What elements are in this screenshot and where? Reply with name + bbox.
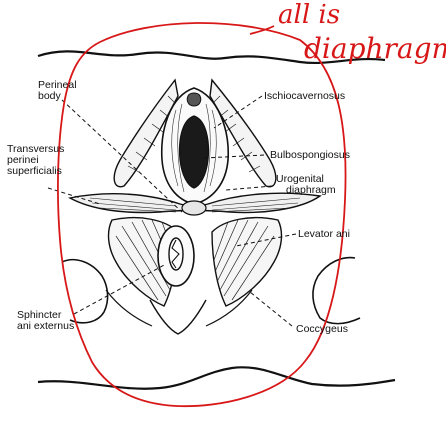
leader-lines xyxy=(47,95,297,327)
leader-sphincter xyxy=(73,263,167,315)
leader-ischiocavernosus xyxy=(213,95,263,129)
lower-contour-line xyxy=(37,366,396,390)
bulbospongiosus-hatching xyxy=(171,103,217,193)
upper-contour-line xyxy=(37,50,386,65)
label-coccygeus: Coccygeus xyxy=(296,323,348,335)
red-annotation-dash xyxy=(249,25,275,35)
leader-urogenital xyxy=(225,185,273,191)
label-ischiocavernosus: Ischiocavernosus xyxy=(264,90,346,102)
red-handwritten-outline xyxy=(57,22,347,408)
left-ischiocavernosus xyxy=(113,78,179,188)
leader-levator-ani xyxy=(235,233,297,247)
leader-bulbospongiosus xyxy=(203,154,265,159)
leader-coccygeus xyxy=(249,291,293,327)
annotation-line-2: diaphragm xyxy=(304,32,446,65)
anus xyxy=(168,237,184,271)
vaginal-orifice xyxy=(178,115,210,189)
label-perineal-body: Perineal body xyxy=(38,79,77,102)
perineal-body xyxy=(181,200,207,216)
label-levator-ani: Levator ani xyxy=(298,228,350,240)
right-ischiocavernosus xyxy=(209,78,277,188)
right-outer-contour xyxy=(312,256,361,325)
ischiocavernosus-hatching xyxy=(127,95,261,173)
leader-perineal-body xyxy=(61,99,183,213)
transverse-hatching xyxy=(89,197,301,213)
coccyx-region xyxy=(149,299,207,335)
clitoris xyxy=(186,92,202,107)
label-sphincter-ani-externus: Sphincter ani externus xyxy=(17,309,75,332)
leader-transversus xyxy=(47,187,101,205)
left-outer-contour xyxy=(61,258,109,324)
transversus-perinei-muscle xyxy=(67,192,322,214)
annotation-line-1: all is xyxy=(278,0,341,30)
anal-folds xyxy=(171,239,180,269)
label-bulbospongiosus: Bulbospongiosus xyxy=(270,149,350,161)
label-urogenital-diaphragm: Urogenital diaphragm xyxy=(276,173,336,196)
right-coccygeus xyxy=(205,289,253,327)
right-levator-ani xyxy=(211,217,283,307)
label-transversus-perinei-superficialis: Transversus perinei superficialis xyxy=(7,143,65,177)
left-coccygeus xyxy=(105,289,153,327)
